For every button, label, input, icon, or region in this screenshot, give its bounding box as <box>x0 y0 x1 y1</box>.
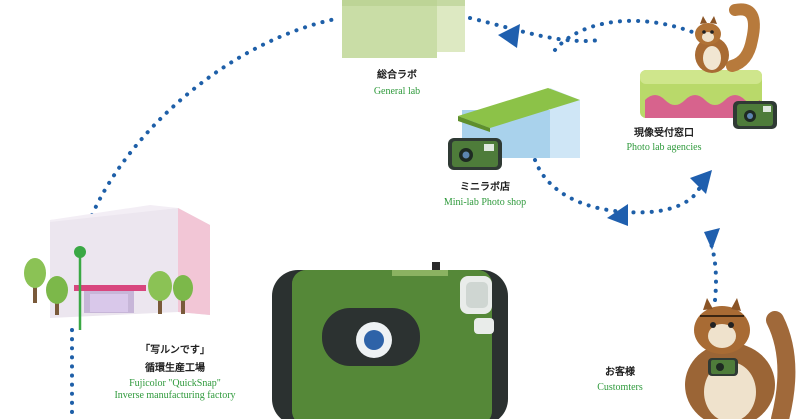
customers-jp: お客様 <box>575 363 665 378</box>
factory-en-line1: Fujicolor "QuickSnap" <box>90 378 260 389</box>
arrow-icon <box>704 228 720 250</box>
node-customers: お客様 Customters <box>575 363 665 393</box>
factory-jp-line2: 循環生産工場 <box>90 359 260 374</box>
camera-icon <box>448 138 502 170</box>
arrow-icon <box>607 204 628 226</box>
arrow-icon <box>690 170 712 194</box>
camera-icon <box>733 101 777 129</box>
node-factory: 「写ルンです」 循環生産工場 Fujicolor "QuickSnap" Inv… <box>90 341 260 401</box>
chipmunk-icon <box>695 9 754 73</box>
route-agency-to-minilab <box>555 21 700 50</box>
minilab-jp: ミニラボ店 <box>420 178 550 193</box>
minilab-en: Mini-lab Photo shop <box>420 197 550 208</box>
route-factory-to-general-lab <box>92 18 340 215</box>
general-lab-jp: 総合ラボ <box>352 66 442 81</box>
agency-en: Photo lab agencies <box>604 142 724 153</box>
factory-building <box>50 205 210 318</box>
customers-en: Customters <box>575 382 665 393</box>
chipmunk-icon <box>685 298 786 419</box>
large-camera-icon <box>272 262 508 419</box>
general-lab-en: General lab <box>352 86 442 97</box>
factory-en-line2: Inverse manufacturing factory <box>90 390 260 401</box>
node-minilab: ミニラボ店 Mini-lab Photo shop <box>420 178 550 208</box>
node-photo-lab-agency: 現像受付窓口 Photo lab agencies <box>604 124 724 153</box>
factory-jp-line1: 「写ルンです」 <box>90 341 260 356</box>
general-lab-building <box>342 0 465 58</box>
agency-jp: 現像受付窓口 <box>604 124 724 139</box>
arrow-icon <box>498 24 520 48</box>
route-minilab-to-customers <box>535 160 702 212</box>
route-general-lab-to-agency <box>470 18 600 41</box>
node-general-lab: 総合ラボ General lab <box>352 66 442 97</box>
